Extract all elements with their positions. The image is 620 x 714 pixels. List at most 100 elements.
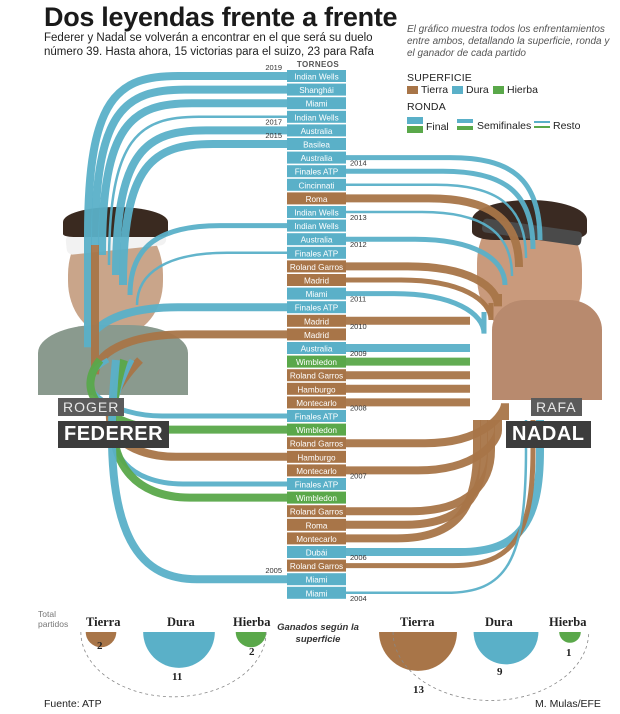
legend-swatch-resto-b	[534, 126, 550, 128]
year-label: 2008	[350, 403, 367, 412]
tournament-box	[287, 491, 346, 504]
tournament-label: Dubái	[306, 549, 328, 558]
tournament-label: Australia	[301, 236, 333, 245]
match-track	[91, 85, 287, 246]
legend-swatch-tierra	[407, 86, 418, 94]
tournament-box	[287, 260, 346, 273]
tournament-label: Wimbledon	[296, 494, 337, 503]
won-semicircle	[559, 632, 581, 643]
legend-swatch-final-a	[407, 117, 423, 124]
tournament-label: Roland Garros	[290, 562, 343, 571]
tournament-label: Finales ATP	[295, 168, 339, 177]
match-track	[346, 155, 543, 241]
federer-count-tierra: 2	[97, 640, 103, 652]
tournament-label: Roland Garros	[290, 508, 343, 517]
tournament-box	[287, 369, 346, 382]
year-label: 2012	[350, 240, 367, 249]
page-subtitle: Federer y Nadal se volverán a encontrar …	[44, 32, 374, 58]
tournament-label: Montecarlo	[296, 535, 337, 544]
tournament-box	[287, 165, 346, 178]
tournament-label: Indian Wells	[294, 222, 338, 231]
match-track	[346, 420, 481, 543]
footer-credit: M. Mulas/EFE	[535, 698, 601, 710]
tournament-box	[287, 382, 346, 395]
match-track	[346, 236, 508, 286]
year-label: 2004	[350, 594, 367, 603]
match-track	[346, 420, 528, 595]
tournament-box	[287, 219, 346, 232]
won-semicircle	[143, 632, 215, 668]
match-track	[98, 99, 287, 256]
tournament-box	[287, 97, 346, 110]
tournament-box	[287, 410, 346, 422]
tournament-box	[287, 233, 346, 246]
tournament-box	[287, 532, 346, 545]
won-semicircle	[235, 632, 267, 648]
year-label: 2019	[265, 63, 282, 72]
tournament-label: Miami	[306, 100, 328, 109]
tournament-label: Roma	[306, 521, 328, 530]
tournament-box	[287, 518, 346, 531]
match-track	[107, 359, 287, 584]
tournament-box	[287, 342, 346, 354]
tournament-label: Finales ATP	[295, 304, 339, 313]
tournament-label: Australia	[301, 154, 333, 163]
tournament-box	[287, 192, 346, 205]
year-label: 2015	[265, 131, 282, 140]
tournament-label: Finales ATP	[295, 481, 339, 490]
year-label: 2017	[265, 117, 282, 126]
year-label: 2013	[350, 213, 367, 222]
federer-surface-label-tierra: Tierra	[86, 615, 121, 629]
tournament-label: Madrid	[304, 277, 329, 286]
legend-label-final: Final	[426, 121, 449, 133]
tournament-box	[287, 450, 346, 463]
federer-last-name: FEDERER	[58, 421, 170, 448]
year-label: 2006	[350, 553, 367, 562]
legend-swatch-semi-b	[457, 126, 473, 130]
match-track	[84, 235, 287, 348]
match-track	[346, 420, 536, 569]
tournament-box	[287, 83, 346, 96]
tournament-label: Shanghái	[299, 86, 334, 95]
tournament-label: Hamburgo	[297, 385, 336, 394]
tournament-box	[287, 396, 346, 409]
nadal-surface-label-tierra: Tierra	[400, 615, 435, 629]
tournament-label: Montecarlo	[296, 467, 337, 476]
year-label: 2009	[350, 349, 367, 358]
legend-label-hierba: Hierba	[507, 84, 538, 96]
year-label: 2011	[350, 295, 366, 304]
tournament-box	[287, 328, 346, 341]
tournament-label: Roland Garros	[290, 263, 343, 272]
tournament-box	[287, 287, 346, 300]
legend-swatch-final-b	[407, 126, 423, 133]
match-track	[112, 126, 287, 276]
tournament-label: Roma	[306, 195, 328, 204]
tournament-box	[287, 355, 346, 368]
nadal-surface-label-dura: Dura	[485, 615, 513, 629]
federer-surface-label-dura: Dura	[167, 615, 195, 629]
tournament-label: Montecarlo	[296, 399, 337, 408]
tournament-box	[287, 464, 346, 477]
match-track	[346, 168, 536, 250]
legend-label-resto: Resto	[553, 120, 581, 132]
match-track	[346, 210, 514, 277]
won-semicircle	[379, 632, 457, 671]
nadal-first-name: RAFA	[531, 398, 582, 416]
tournament-label: Indian Wells	[294, 113, 338, 122]
total-matches-arc	[392, 631, 590, 701]
tournament-box	[287, 138, 346, 150]
match-track	[135, 251, 287, 306]
tournament-label: Madrid	[304, 331, 329, 340]
tournament-label: Miami	[306, 290, 328, 299]
tournament-label: Miami	[306, 589, 328, 598]
column-header: TORNEOS	[296, 60, 340, 69]
legend-swatch-dura	[452, 86, 463, 94]
year-label: 2014	[350, 159, 367, 168]
legend-label-tierra: Tierra	[421, 84, 449, 96]
tournament-box	[287, 423, 346, 436]
tournament-box	[287, 274, 346, 286]
tournament-box	[287, 314, 346, 327]
tournament-label: Wimbledon	[296, 358, 337, 367]
tournament-box	[287, 206, 346, 218]
